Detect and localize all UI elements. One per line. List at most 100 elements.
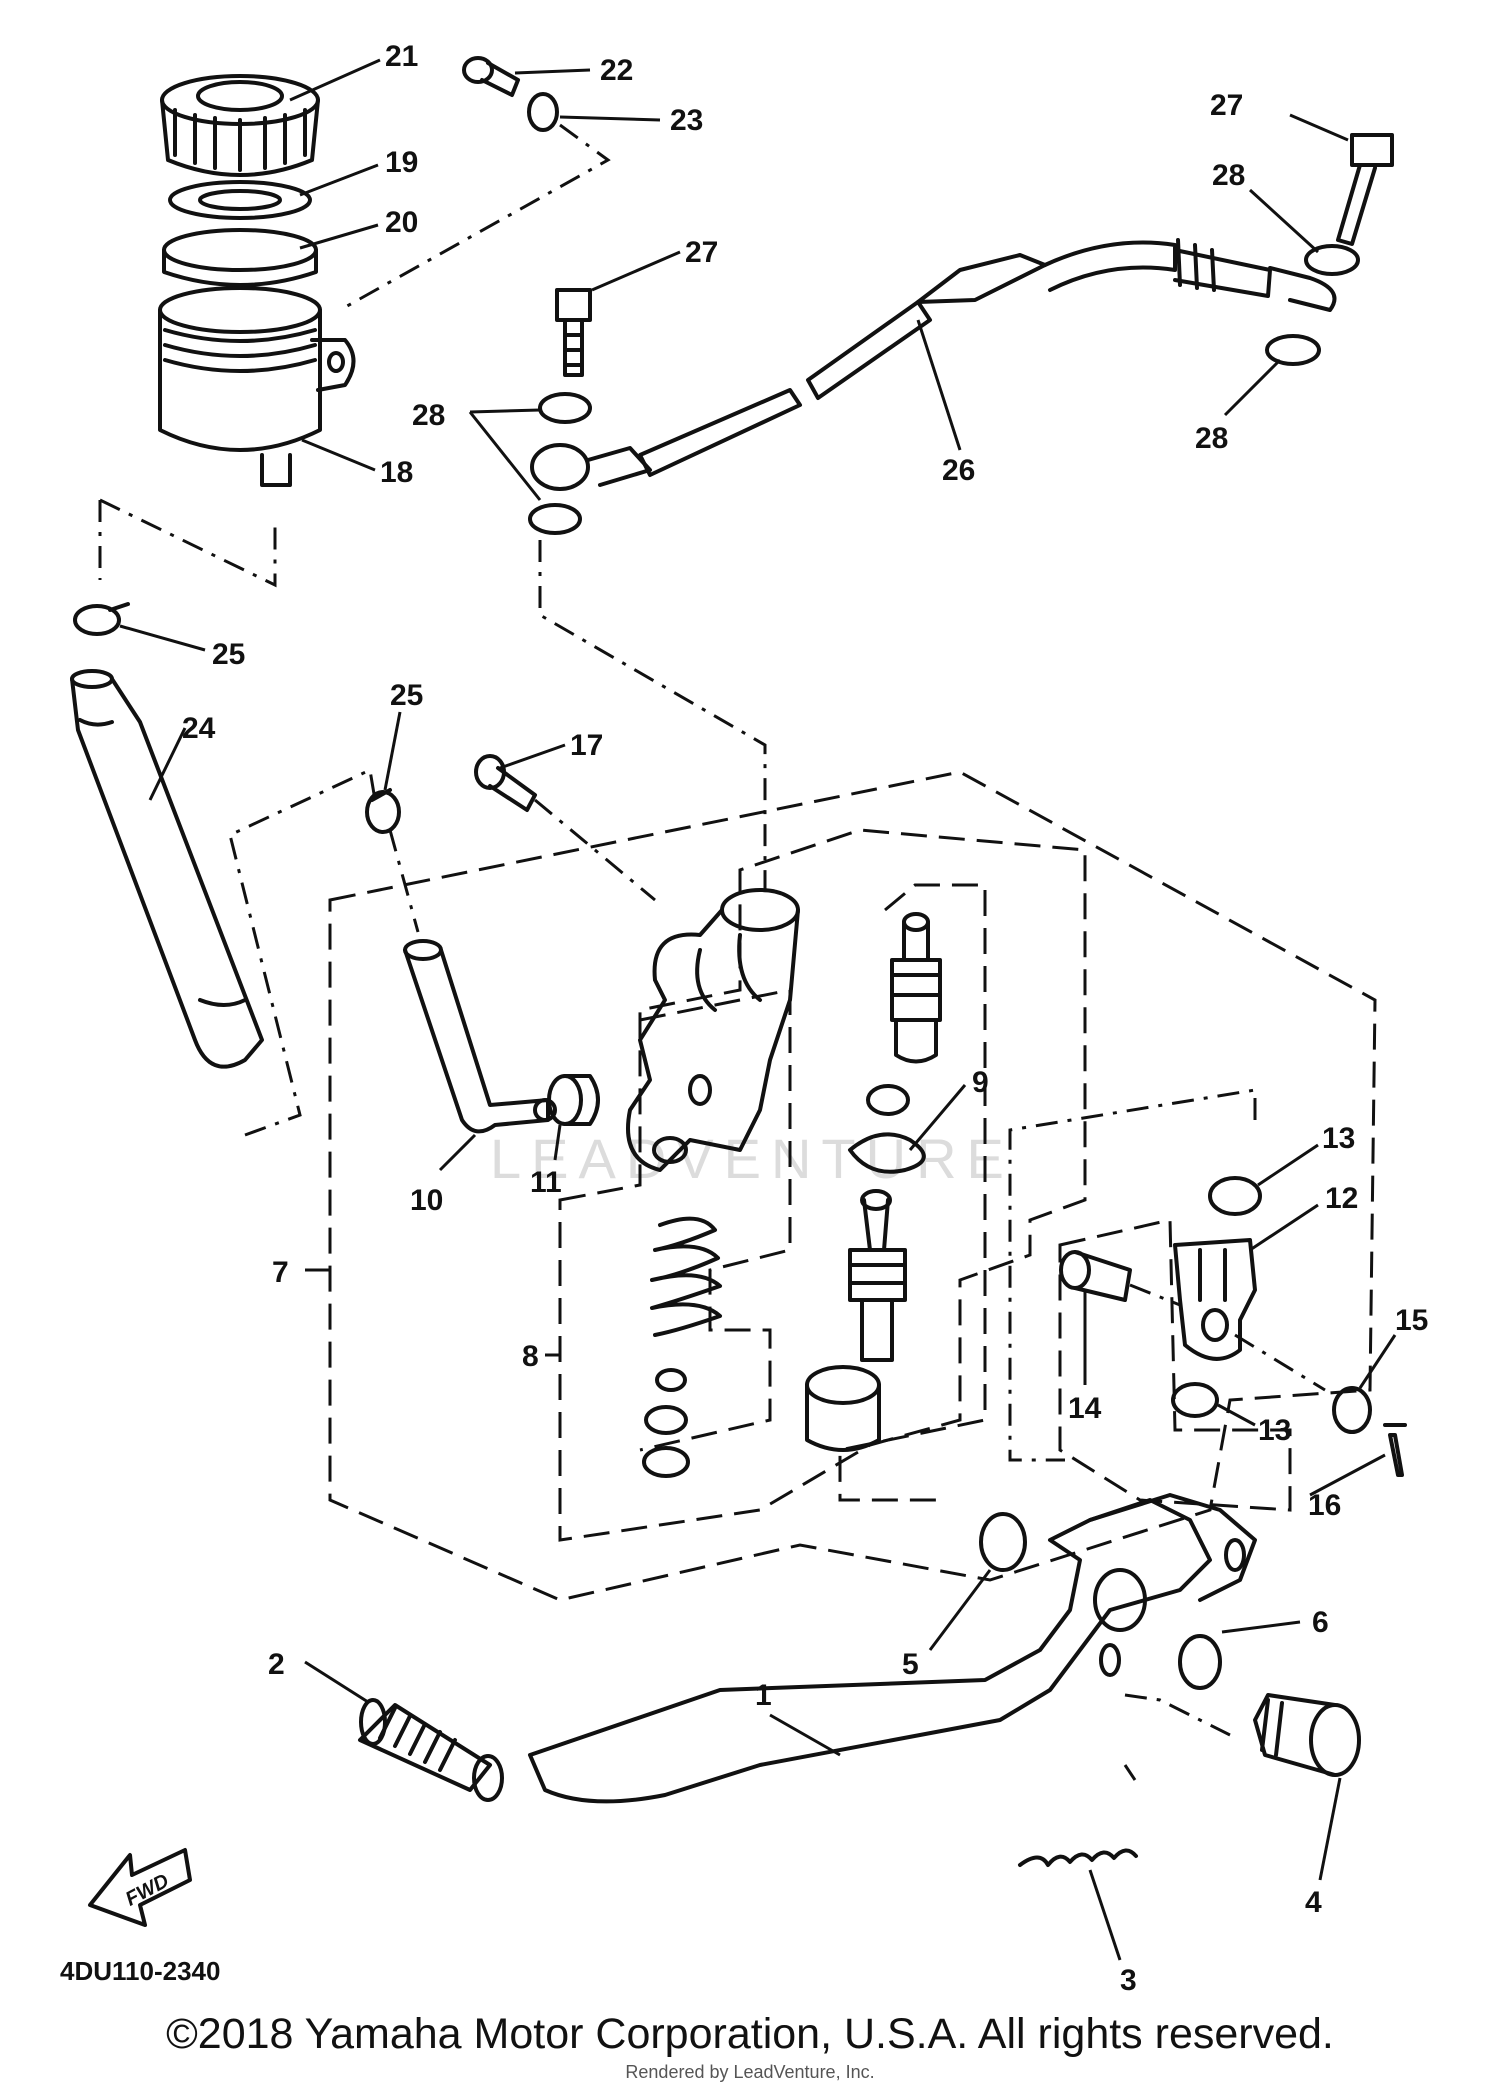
- phantom-line-24-lower: [228, 767, 377, 1137]
- callout-13-lower: 13: [1258, 1414, 1291, 1447]
- washer-15[interactable]: [1332, 1386, 1372, 1434]
- callout-16: 16: [1308, 1489, 1341, 1522]
- leader-10: [438, 1133, 477, 1172]
- washer-28-upper-right[interactable]: [1304, 244, 1360, 276]
- spring[interactable]: [650, 1216, 722, 1337]
- phantom-line-1-3: [1123, 1693, 1231, 1781]
- clamp-25-lower[interactable]: [365, 788, 401, 834]
- callout-28-left: 28: [412, 399, 445, 432]
- callout-10: 10: [410, 1184, 443, 1217]
- callout-17: 17: [570, 729, 603, 762]
- hose-24[interactable]: [70, 669, 264, 1069]
- phantom-line-12: [1008, 1088, 1257, 1462]
- pedal-rubber-2[interactable]: [358, 1698, 504, 1802]
- leader-4: [1318, 1777, 1342, 1881]
- phantom-line-10: [388, 829, 420, 933]
- return-spring-3[interactable]: [1018, 1848, 1138, 1867]
- washer-28-upper-left[interactable]: [538, 392, 592, 424]
- phantom-line-28-to-body: [538, 540, 767, 895]
- leader-28-lower-right: [1223, 358, 1282, 417]
- leader-24: [148, 727, 187, 801]
- leader-22: [514, 68, 591, 75]
- cotter-pin-16[interactable]: [1383, 1423, 1407, 1477]
- callout-3: 3: [1120, 1964, 1137, 1997]
- callout-20: 20: [385, 206, 418, 239]
- callout-28-upper-right: 28: [1212, 159, 1245, 192]
- phantom-line-box-8-piston: [838, 883, 987, 1502]
- pivot-shaft-4[interactable]: [1253, 1693, 1361, 1777]
- clevis-12[interactable]: [1173, 1238, 1257, 1361]
- leader-28-upper-right: [1248, 188, 1320, 254]
- pin-14[interactable]: [1059, 1250, 1132, 1302]
- group-outline-7: [328, 770, 1377, 1602]
- callout-4: 4: [1305, 1886, 1322, 1919]
- cap-11[interactable]: [547, 1074, 600, 1126]
- leader-6: [1221, 1620, 1301, 1634]
- dust-boot[interactable]: [805, 1365, 881, 1452]
- diaphragm-plate-19[interactable]: [168, 180, 312, 220]
- hose-10[interactable]: [403, 939, 557, 1134]
- leader-26: [916, 319, 962, 451]
- bolt-17[interactable]: [474, 754, 537, 812]
- leader-20: [299, 223, 379, 250]
- bolt-22[interactable]: [462, 56, 520, 97]
- phantom-line-23-to-18: [339, 123, 611, 312]
- leader-17: [499, 743, 566, 770]
- seal-ring[interactable]: [866, 1084, 910, 1116]
- washer-5[interactable]: [979, 1512, 1027, 1572]
- banjo-bolt-27-left[interactable]: [555, 288, 592, 377]
- callout-21: 21: [385, 40, 418, 73]
- reservoir-body-18[interactable]: [158, 286, 356, 487]
- phantom-line-14-12: [1129, 1283, 1326, 1392]
- rendered-by-credit: Rendered by LeadVenture, Inc.: [625, 2062, 875, 2082]
- callout-28-lower-right: 28: [1195, 422, 1228, 455]
- leader-28-left: [468, 408, 542, 501]
- callout-27-right: 27: [1210, 89, 1243, 122]
- phantom-line-18-to-25: [98, 498, 277, 588]
- watermark-text: LEADVENTURE: [490, 1127, 1014, 1190]
- washer-small-a[interactable]: [655, 1368, 687, 1392]
- callout-12: 12: [1325, 1182, 1358, 1215]
- leader-1: [769, 1713, 841, 1757]
- callout-1: 1: [755, 1679, 772, 1712]
- callout-14: 14: [1068, 1392, 1102, 1425]
- washer-28-lower-left[interactable]: [528, 503, 582, 535]
- brake-hose-26[interactable]: [530, 238, 1337, 491]
- leader-15: [1358, 1334, 1397, 1389]
- callout-2: 2: [268, 1648, 285, 1681]
- washer-small-c[interactable]: [642, 1446, 690, 1478]
- callout-22: 22: [600, 54, 633, 87]
- banjo-bolt-27-right[interactable]: [1336, 133, 1394, 246]
- circlip-9[interactable]: [848, 1132, 926, 1174]
- washer-23[interactable]: [527, 92, 559, 132]
- diagram-code: 4DU110-2340: [60, 1956, 220, 1986]
- fwd-label: FWD: [122, 1870, 173, 1911]
- leader-3: [1088, 1869, 1122, 1961]
- leader-18: [301, 438, 376, 472]
- washer-28-lower-right[interactable]: [1265, 334, 1321, 366]
- callout-19: 19: [385, 146, 418, 179]
- reservoir-cap-21[interactable]: [160, 74, 320, 177]
- piston-rod[interactable]: [848, 1189, 907, 1362]
- washer-small-b[interactable]: [644, 1405, 688, 1435]
- callout-15: 15: [1395, 1304, 1428, 1337]
- leader-16: [1309, 1453, 1386, 1497]
- callout-18: 18: [380, 456, 413, 489]
- group-outline-12: [1058, 1218, 1292, 1512]
- collar-13-upper[interactable]: [1208, 1176, 1262, 1216]
- leader-13-upper: [1257, 1143, 1319, 1187]
- callout-7: 7: [272, 1256, 289, 1289]
- collar-13-lower[interactable]: [1171, 1382, 1219, 1418]
- leader-2: [304, 1660, 369, 1704]
- callout-5: 5: [902, 1648, 919, 1681]
- leader-27-right: [1289, 113, 1349, 142]
- leader-25-lower: [383, 711, 402, 791]
- callout-26: 26: [942, 454, 975, 487]
- brake-pedal-1[interactable]: [528, 1493, 1257, 1804]
- washer-6[interactable]: [1178, 1634, 1222, 1690]
- diaphragm-20[interactable]: [162, 228, 318, 287]
- leader-21: [289, 58, 381, 102]
- push-rod-upper[interactable]: [890, 912, 942, 1064]
- clamp-25-upper[interactable]: [73, 602, 130, 636]
